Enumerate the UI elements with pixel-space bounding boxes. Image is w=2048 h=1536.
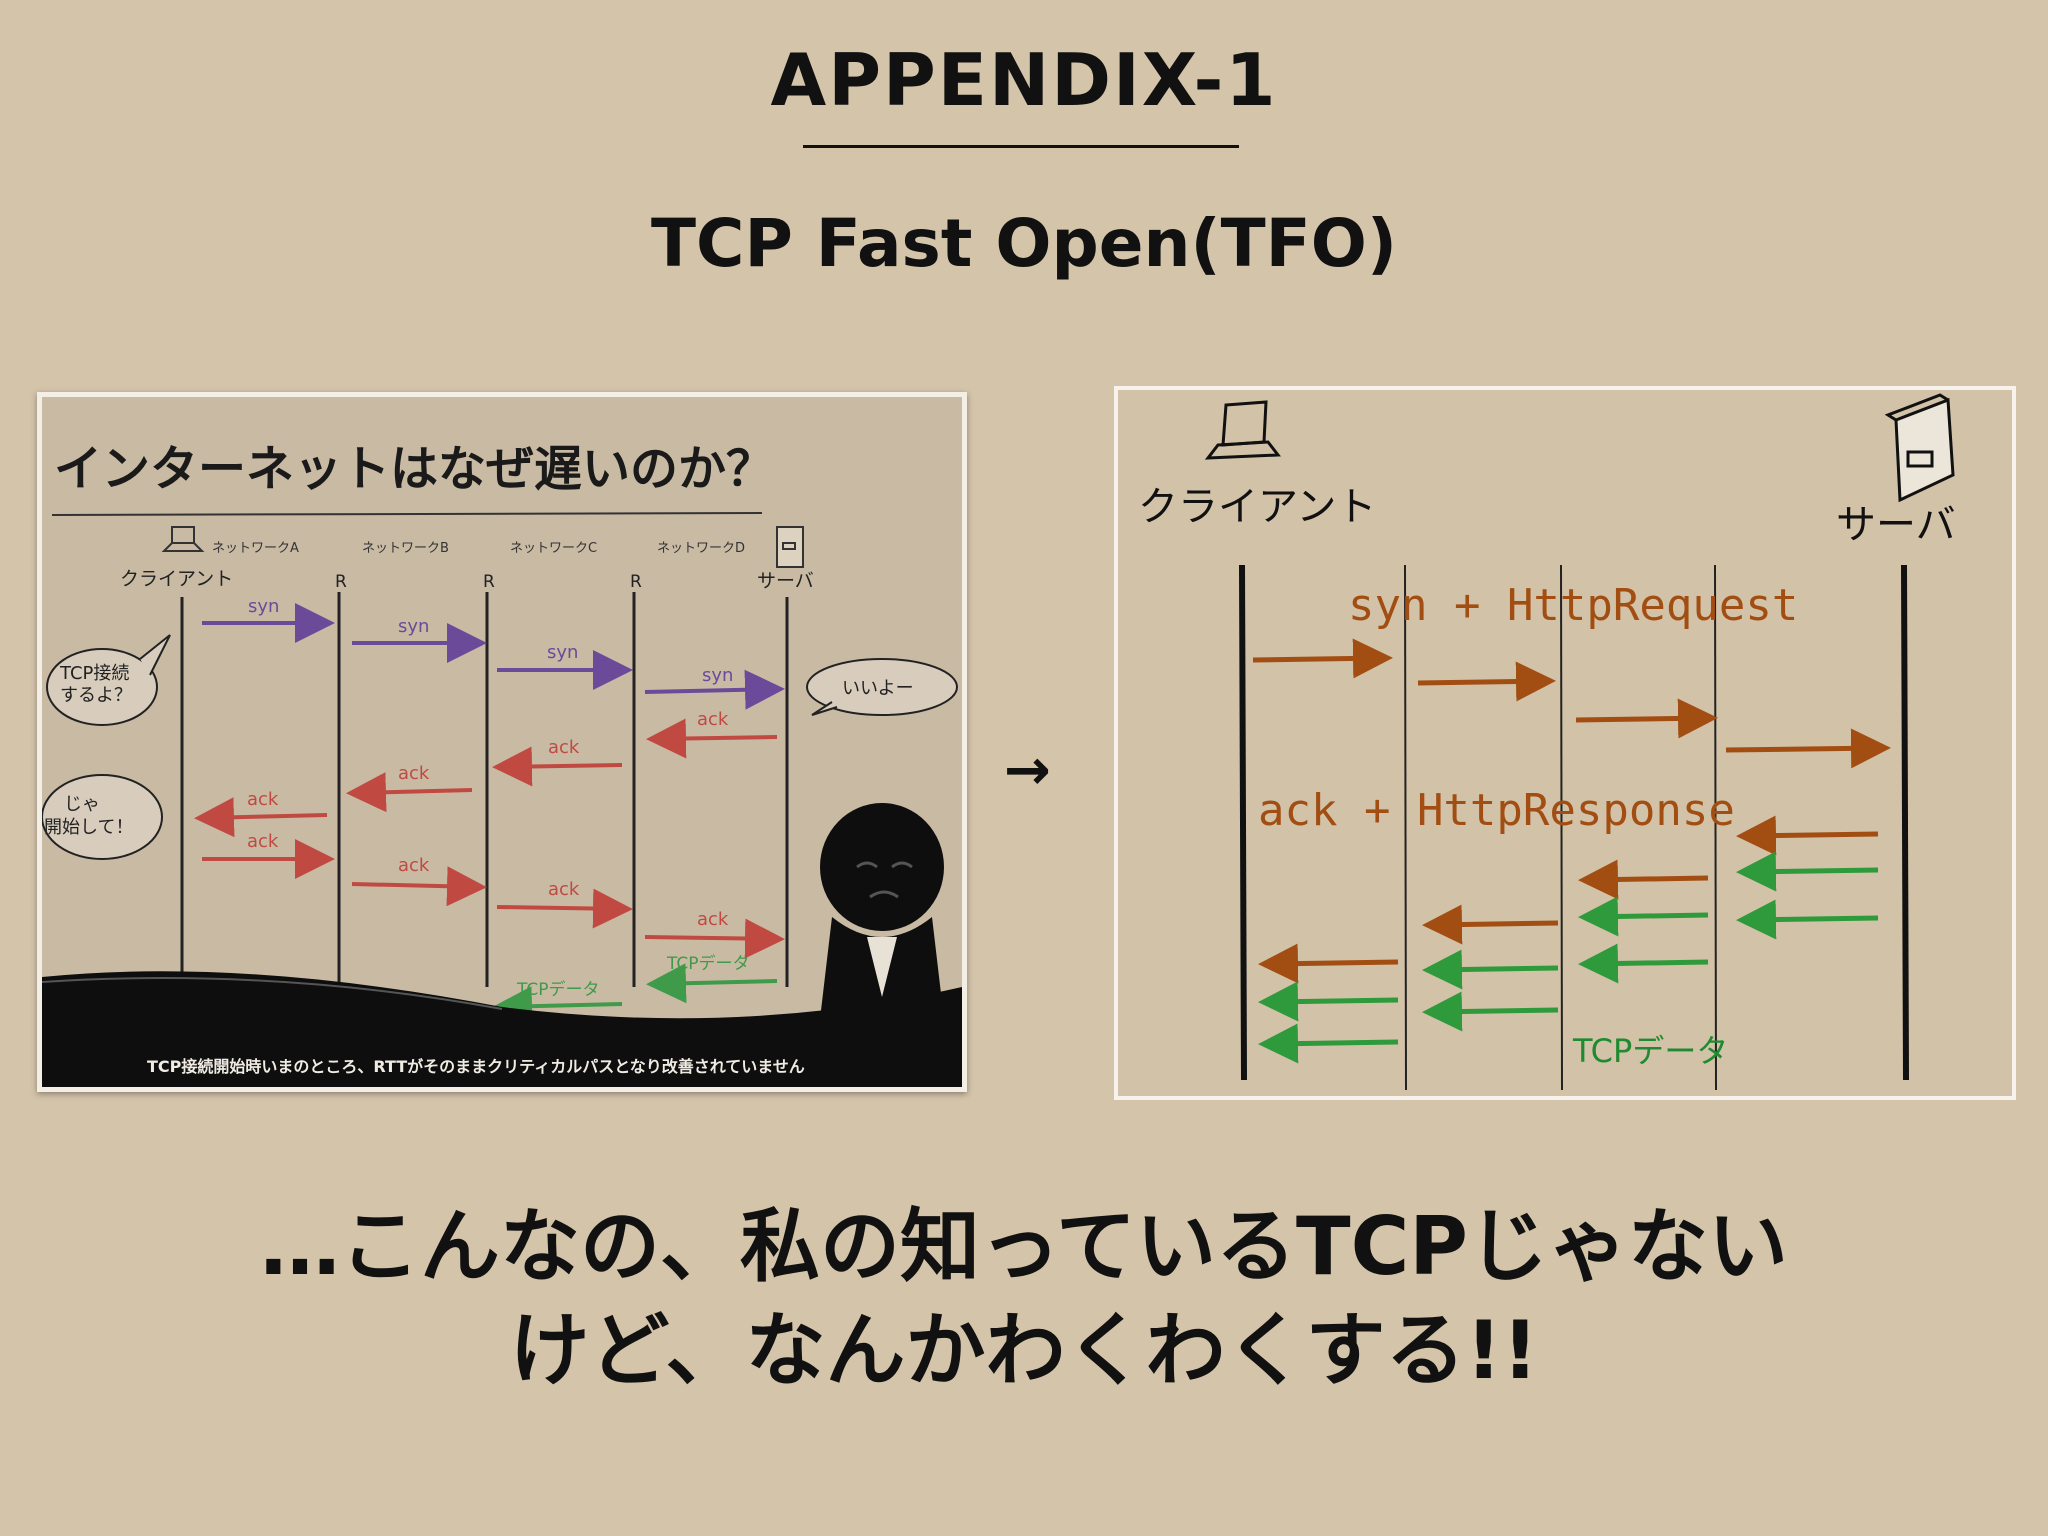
right-server-label: サーバ [1836, 502, 1956, 548]
syn-arrows [202, 603, 785, 710]
network-label-c: ネットワークC [510, 541, 597, 556]
syn-text-4: syn [702, 665, 733, 686]
page-subtitle: TCP Fast Open(TFO) [650, 205, 1397, 282]
router-label-2: R [483, 572, 495, 592]
speech-bubble-client-1: TCP接続 するよ？ [46, 634, 171, 726]
right-diagram-svg: クライアント サーバ syn + HttpRequest ack + HttpR… [1138, 393, 1956, 1091]
title-underline [803, 145, 1239, 148]
conclusion-line-1: …こんなの、私の知っているTCPじゃない [260, 1200, 1788, 1293]
request-label: syn + HttpRequest [1348, 580, 1798, 631]
data-arrows [492, 963, 778, 1027]
speech-bubble-server: いいよー [806, 658, 958, 716]
right-timeline-lines [1239, 564, 1909, 1091]
ack-text-3: ack [398, 763, 430, 784]
bubble-server-text: いいよー [842, 678, 914, 699]
left-diagram-svg: インターネットはなぜ遅いのか？ ネットワークA ネットワークB ネットワークC … [42, 441, 962, 1087]
router-label-3: R [630, 572, 642, 592]
syn-text-2: syn [398, 616, 429, 637]
ack-arrows-back [194, 718, 778, 838]
ack-text-8: ack [697, 909, 729, 930]
page-title: APPENDIX-1 [770, 38, 1278, 122]
tcp-data-label: TCPデータ [1572, 1032, 1728, 1070]
speech-bubble-client-2: じゃ 開始して！ [42, 774, 163, 860]
conclusion-line-2: けど、なんかわくわくする!! [509, 1304, 1539, 1397]
right-client-label: クライアント [1138, 484, 1376, 530]
router-label-1: R [335, 572, 347, 592]
data-text-2: TCPデータ [516, 979, 600, 1000]
caption-band [42, 971, 962, 1087]
left-slide-caption: TCP接続開始時いまのところ、RTTがそのままクリティカルパスとなり改善されてい… [147, 1057, 805, 1076]
left-server-label: サーバ [757, 570, 814, 592]
tcp-data-arrows [1258, 851, 1879, 1064]
request-arrows [1252, 638, 1891, 769]
server-icon [1884, 393, 1955, 503]
bubble-client-1-line2: するよ？ [60, 685, 132, 706]
ack-text-6: ack [398, 855, 430, 876]
ack-text-5: ack [247, 831, 279, 852]
worried-character-illustration [812, 803, 952, 1087]
server-icon [776, 526, 804, 568]
response-arrows [1258, 815, 1879, 984]
network-label-d: ネットワークD [657, 541, 745, 556]
left-client-label: クライアント [120, 568, 233, 590]
ack-text-1: ack [697, 709, 729, 730]
syn-text-1: syn [248, 596, 279, 617]
syn-text-3: syn [547, 642, 578, 663]
network-label-b: ネットワークB [362, 541, 449, 556]
bubble-client-2-line1: じゃ [64, 794, 100, 815]
ack-text-7: ack [548, 879, 580, 900]
response-label: ack + HttpResponse [1258, 785, 1735, 836]
bubble-client-2-line2: 開始して！ [44, 817, 133, 838]
laptop-icon [1204, 400, 1281, 460]
bubble-client-1-line1: TCP接続 [59, 663, 129, 684]
ack-text-4: ack [247, 789, 279, 810]
laptop-icon [161, 526, 205, 552]
network-label-a: ネットワークA [212, 541, 299, 556]
left-slide-tcp-handshake: インターネットはなぜ遅いのか？ ネットワークA ネットワークB ネットワークC … [37, 392, 967, 1092]
ack-arrows-forward [202, 839, 785, 959]
data-text-1: TCPデータ [666, 953, 750, 974]
left-slide-heading: インターネットはなぜ遅いのか？ [54, 441, 774, 497]
timeline-lines [180, 592, 789, 987]
heading-underline [51, 512, 763, 516]
right-slide-tfo: クライアント サーバ syn + HttpRequest ack + HttpR… [1114, 386, 2016, 1100]
wave-line [42, 977, 503, 1010]
transition-arrow: → [1004, 738, 1051, 803]
ack-text-2: ack [548, 737, 580, 758]
